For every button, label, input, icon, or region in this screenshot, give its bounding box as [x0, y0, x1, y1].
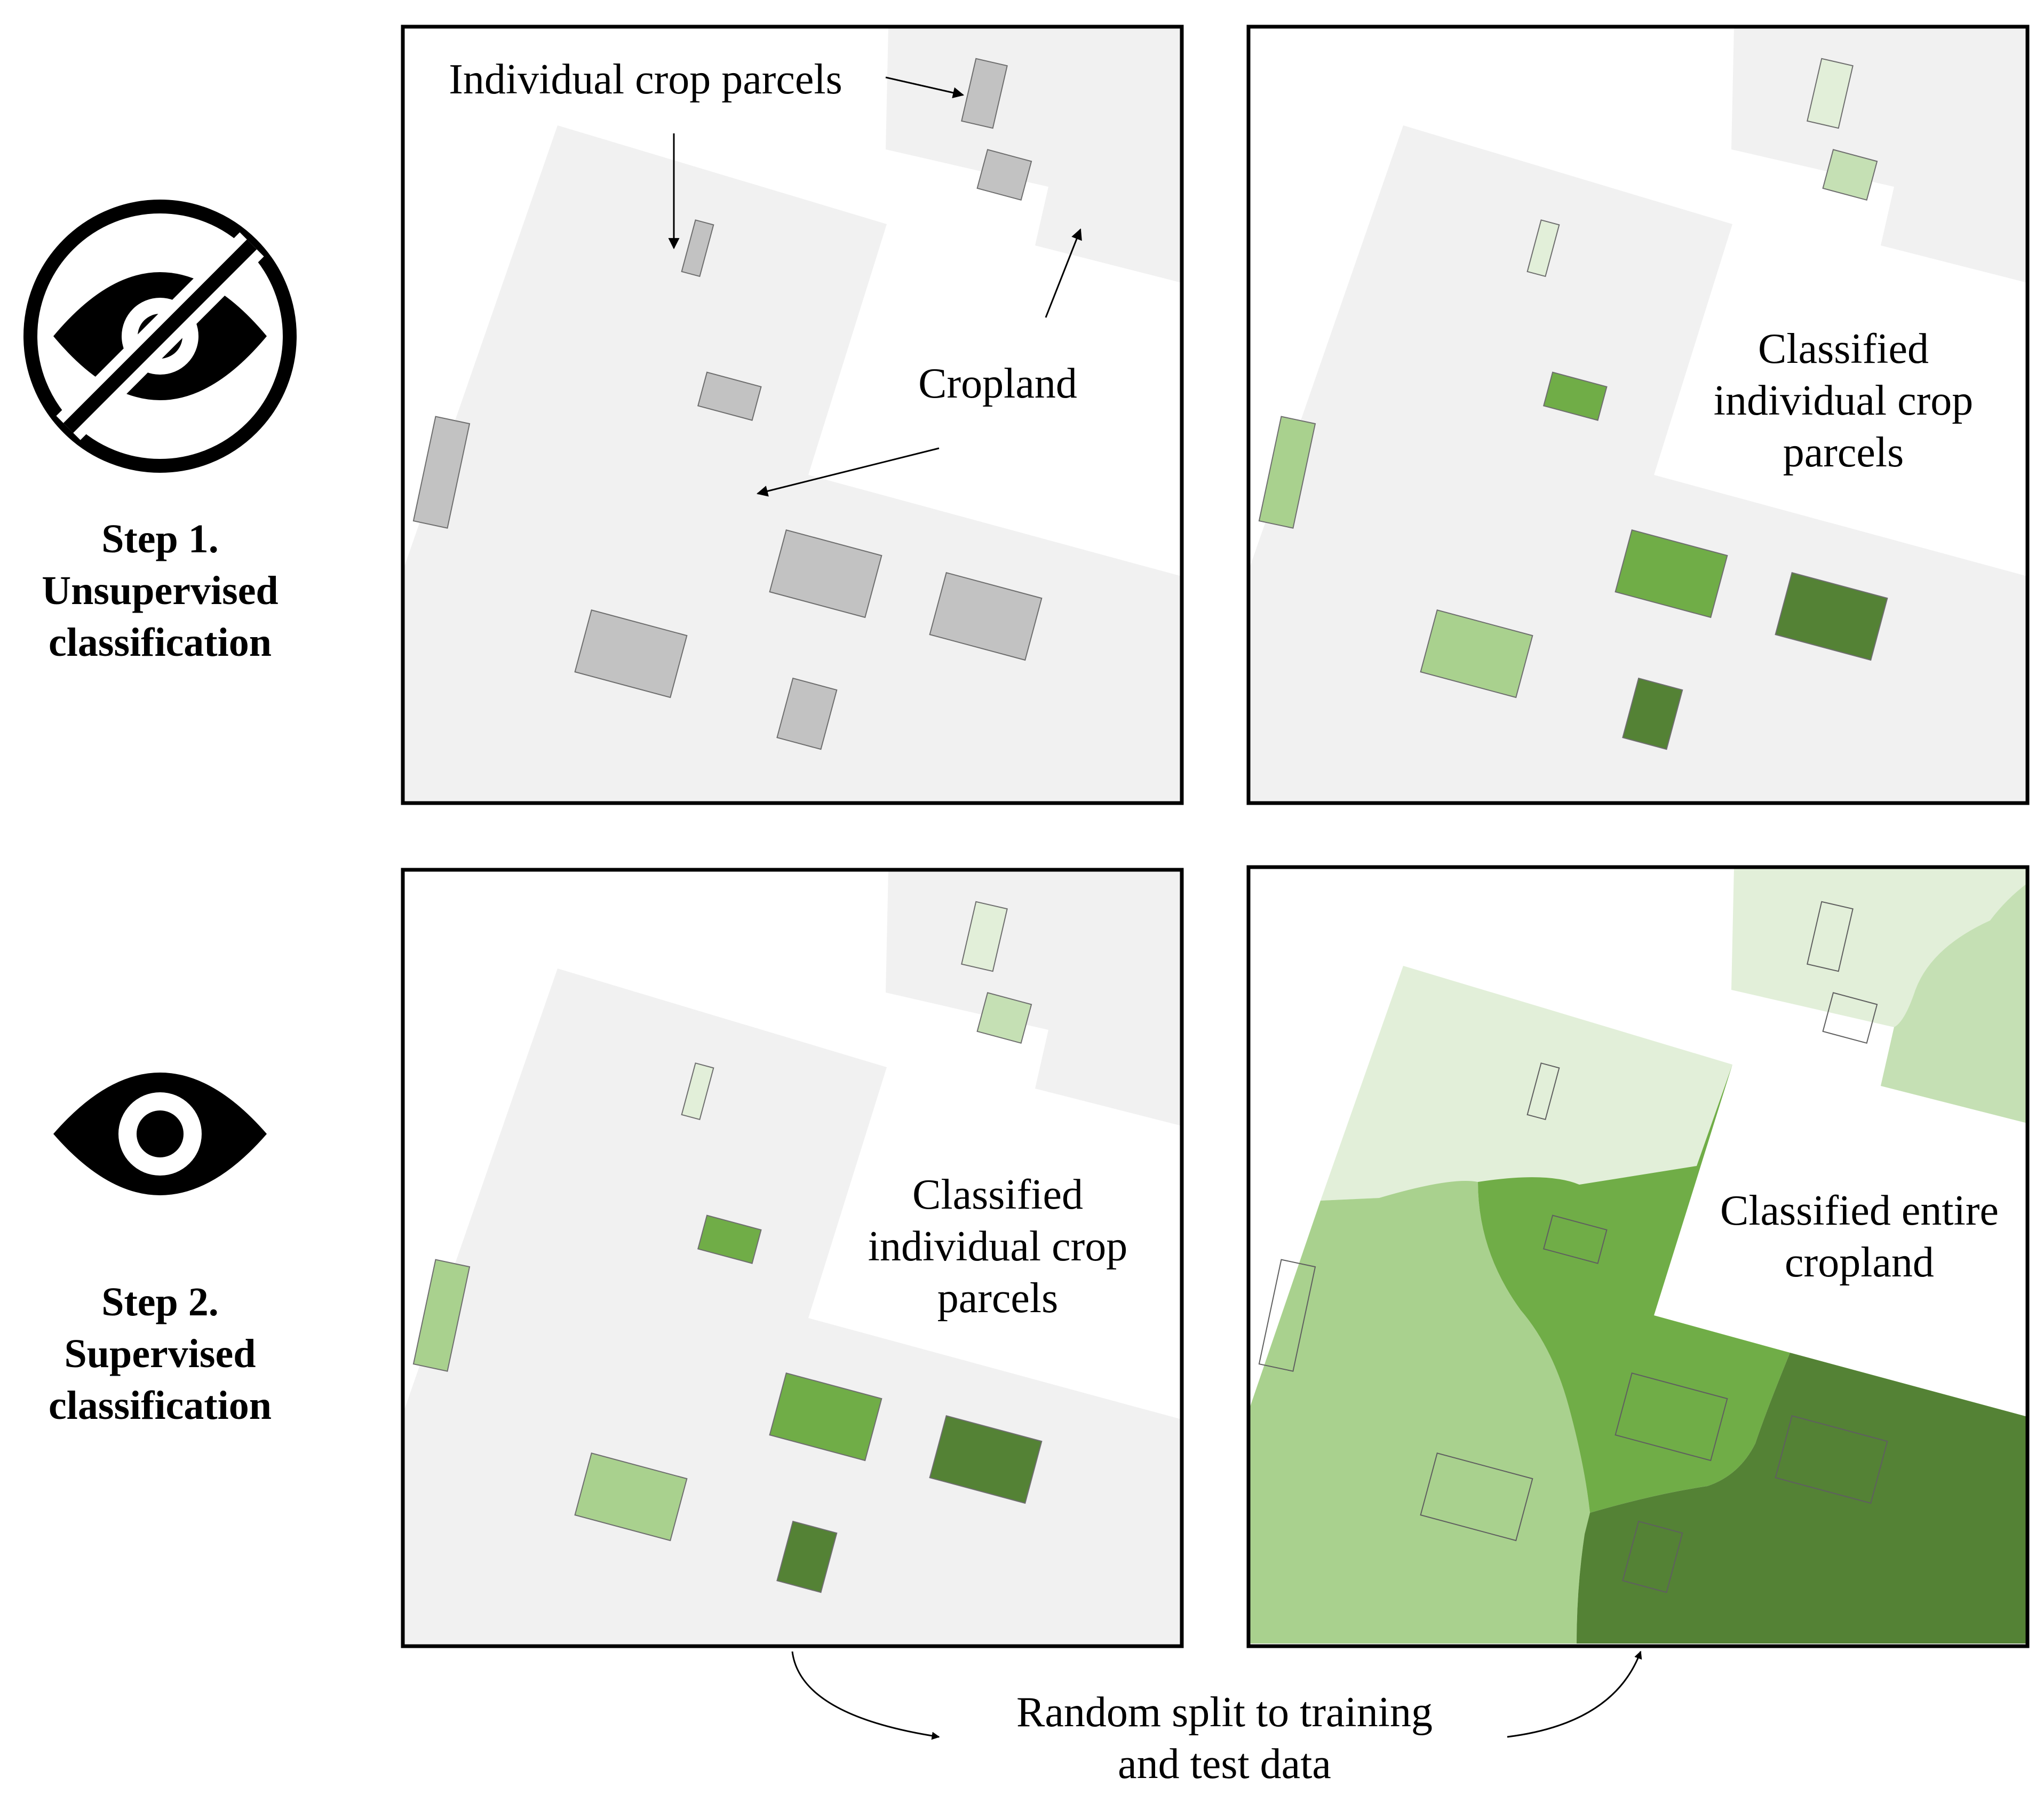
- classified-label-line2: individual crop: [1714, 377, 1974, 424]
- classified-entire-line1: Classified entire: [1720, 1187, 1999, 1234]
- classified-label-line1: Classified: [912, 1171, 1083, 1218]
- arrow-to-cropland-right: [1045, 228, 1082, 318]
- zone-top: [1321, 966, 1732, 1201]
- split-note-line2: and test data: [1118, 1741, 1331, 1788]
- classified-label-line3: parcels: [1783, 429, 1904, 476]
- parcel-set: [412, 58, 1043, 750]
- panel-top-right: Classified individual crop parcels: [1246, 25, 2030, 805]
- step-2-title: Step 2.: [101, 1280, 219, 1324]
- classified-label-line1: Classified: [1758, 326, 1929, 372]
- panel-bottom-left: Classified individual crop parcels: [401, 868, 1184, 1648]
- zone-light: [1881, 883, 2027, 1123]
- step-2-label: Step 2. Supervised classification: [49, 1073, 272, 1428]
- split-note-line1: Random split to training: [1016, 1689, 1433, 1736]
- step-1-type: Unsupervised: [42, 568, 278, 613]
- panel-frame: [1246, 25, 2030, 805]
- step-1-label: Step 1. Unsupervised classification: [23, 200, 297, 665]
- panel-frame: [1246, 865, 2030, 1648]
- parcel-outlines: [1258, 901, 1888, 1593]
- split-arrow-right: [1507, 1650, 1642, 1738]
- zone-center: [1478, 1065, 1790, 1513]
- panel-frame: [401, 868, 1184, 1648]
- panel-top-left: Individual crop parcels Cropland: [401, 25, 1184, 805]
- zone-bottom-right: [1577, 1353, 2027, 1644]
- eye-icon: [53, 1073, 267, 1195]
- arrow-to-parcel: [885, 76, 965, 99]
- arrow-to-cropland: [756, 447, 940, 497]
- panel-bottom-right: Classified entire cropland: [1246, 865, 2030, 1648]
- parcel-set: [1258, 58, 1888, 750]
- step-2-subtitle: classification: [49, 1383, 272, 1428]
- step-1-subtitle: classification: [49, 620, 272, 665]
- classified-label-line3: parcels: [937, 1275, 1059, 1322]
- cropland-annotation: Cropland: [918, 360, 1077, 407]
- parcel-set: [412, 901, 1043, 1593]
- parcels-annotation: Individual crop parcels: [449, 56, 842, 103]
- eye-slash-icon: [23, 200, 297, 473]
- zone-left: [1248, 1181, 1590, 1644]
- classified-entire-line2: cropland: [1785, 1239, 1934, 1286]
- split-arrow-left: [791, 1651, 940, 1740]
- step-1-title: Step 1.: [101, 517, 219, 561]
- step-2-type: Supervised: [65, 1331, 256, 1376]
- panel-frame: [401, 25, 1184, 805]
- classified-label-line2: individual crop: [868, 1223, 1128, 1270]
